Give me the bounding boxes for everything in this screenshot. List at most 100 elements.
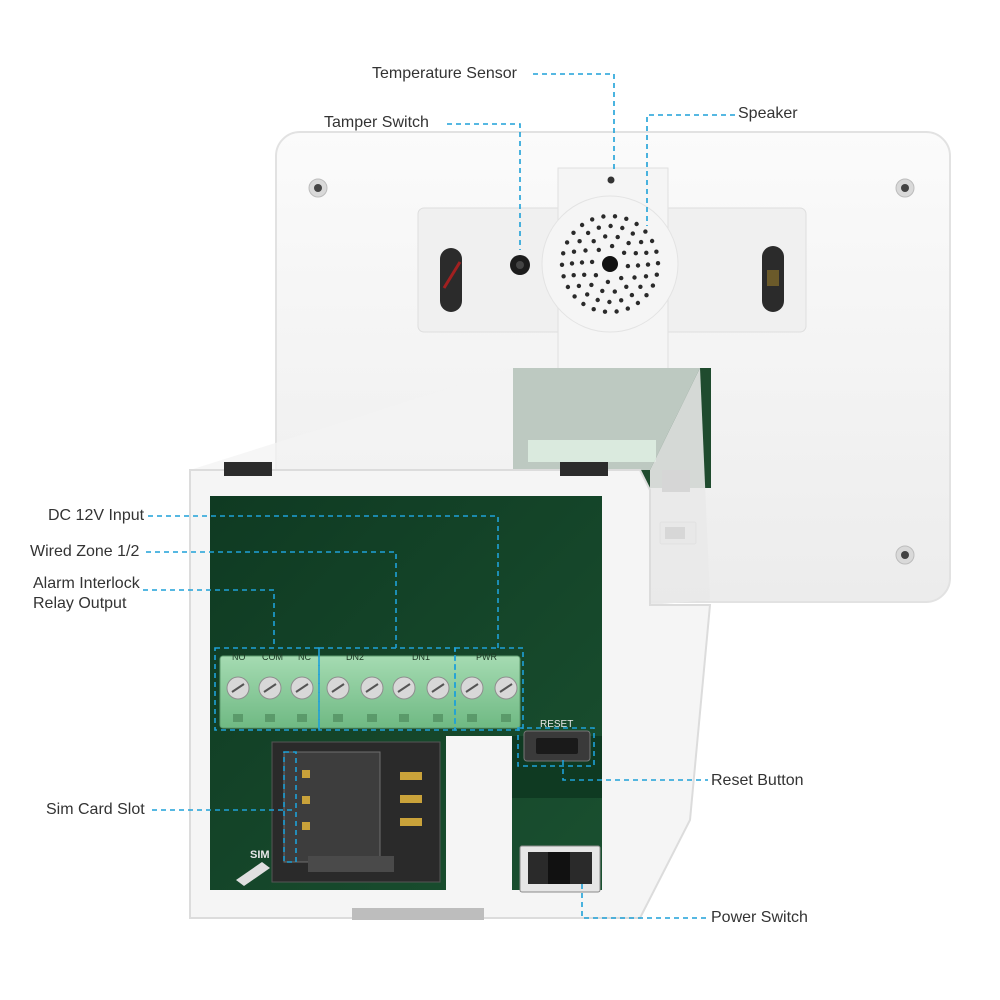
callout-dc-input: DC 12V Input	[48, 507, 145, 524]
terminal-opening	[399, 714, 409, 722]
callout-reset-button: Reset Button	[711, 772, 804, 789]
speaker-hole	[655, 261, 661, 266]
speaker-hole	[620, 225, 625, 231]
speaker-hole	[621, 250, 627, 255]
speaker-hole	[605, 279, 611, 285]
speaker-hole	[625, 306, 630, 311]
speaker-grille	[559, 214, 661, 314]
speaker-center-hole	[602, 256, 618, 272]
speaker-hole	[625, 263, 631, 269]
terminal-screw-slot	[365, 683, 379, 693]
reset-button[interactable]: RESET	[523, 719, 591, 762]
speaker-hole	[579, 222, 585, 228]
label-sim: SIM	[250, 849, 270, 861]
callout-power-switch: Power Switch	[711, 909, 808, 926]
speaker-hole	[581, 301, 586, 307]
speaker-hole	[577, 239, 582, 244]
speaker-hole	[644, 293, 649, 298]
keyhole-slot-right	[762, 246, 784, 312]
keyhole-slot-left	[440, 248, 462, 312]
label-com: COM	[262, 652, 283, 662]
callout-alarm-interlock-line2: Relay Output	[33, 595, 127, 612]
temperature-sensor-hole	[607, 176, 615, 184]
speaker-hole	[634, 221, 639, 227]
terminal-screw-slot	[397, 683, 411, 693]
speaker-hole	[635, 263, 641, 268]
terminal-screw-slot	[499, 683, 513, 693]
speaker-hole	[603, 234, 608, 239]
terminal-screw-slot	[231, 683, 245, 693]
terminal-screw-slot	[263, 683, 277, 693]
speaker-hole	[629, 292, 635, 298]
sim-card-slot: SIM	[236, 741, 441, 886]
speaker-hole	[609, 243, 615, 249]
speaker-hole	[576, 283, 582, 289]
label-nc: NC	[298, 652, 311, 662]
label-dn2: DN2	[346, 652, 364, 662]
speaker-hole	[595, 297, 600, 303]
terminal-opening	[297, 714, 307, 722]
speaker-hole	[649, 238, 655, 244]
speaker-hole	[596, 225, 601, 230]
speaker-hole	[654, 249, 659, 254]
speaker-hole	[644, 250, 649, 255]
speaker-hole	[571, 273, 576, 278]
speaker-hole	[602, 309, 608, 314]
callout-speaker: Speaker	[738, 105, 798, 122]
speaker-hole	[559, 262, 565, 267]
speaker-hole	[591, 307, 596, 312]
label-no: NO	[232, 652, 246, 662]
label-dn1: DN1	[412, 652, 430, 662]
speaker-hole	[572, 294, 577, 299]
speaker-hole	[632, 275, 637, 280]
speaker-hole	[612, 214, 618, 219]
speaker-hole	[607, 299, 612, 305]
terminal-opening	[467, 714, 477, 722]
callout-tamper-switch: Tamper Switch	[324, 114, 429, 131]
terminal-screw-slot	[465, 683, 479, 693]
speaker-hole	[579, 260, 585, 265]
terminal-opening	[367, 714, 377, 722]
speaker-hole	[582, 272, 587, 277]
speaker-hole	[633, 251, 638, 256]
speaker-hole	[596, 247, 601, 253]
speaker-hole	[643, 229, 648, 234]
speaker-hole	[571, 249, 577, 254]
callout-wired-zone: Wired Zone 1/2	[30, 543, 140, 560]
speaker-hole	[585, 292, 590, 297]
speaker-hole	[650, 283, 656, 288]
speaker-hole	[624, 284, 629, 289]
zoomed-board-panel: NO COM NC DN2 DN1 PWR RESET	[189, 462, 712, 920]
speaker-hole	[614, 309, 619, 314]
speaker-hole	[571, 230, 576, 235]
terminal-opening	[433, 714, 443, 722]
callout-sim-card-slot: Sim Card Slot	[46, 801, 145, 818]
speaker-hole	[624, 216, 629, 221]
callout-temperature-sensor: Temperature Sensor	[372, 65, 517, 82]
speaker-hole	[590, 217, 595, 222]
speaker-hole	[589, 282, 594, 288]
label-reset: RESET	[540, 719, 573, 730]
speaker-hole	[643, 274, 649, 279]
terminal-screw-slot	[331, 683, 345, 693]
terminal-opening	[265, 714, 275, 722]
terminal-opening	[333, 714, 343, 722]
speaker-hole	[638, 284, 643, 289]
speaker-hole	[601, 214, 606, 219]
power-switch[interactable]	[519, 845, 601, 893]
speaker-hole	[565, 284, 571, 290]
speaker-hole	[619, 298, 624, 303]
speaker-hole	[564, 240, 570, 245]
speaker-hole	[635, 300, 641, 306]
speaker-hole	[569, 261, 575, 266]
speaker-hole	[612, 289, 617, 294]
speaker-hole	[619, 275, 624, 281]
terminal-block: NO COM NC DN2 DN1 PWR	[219, 652, 521, 729]
speaker-hole	[561, 274, 566, 279]
speaker-hole	[615, 234, 620, 240]
speaker-hole	[630, 231, 635, 236]
callout-alarm-interlock-line1: Alarm Interlock	[33, 575, 140, 592]
terminal-opening	[233, 714, 243, 722]
